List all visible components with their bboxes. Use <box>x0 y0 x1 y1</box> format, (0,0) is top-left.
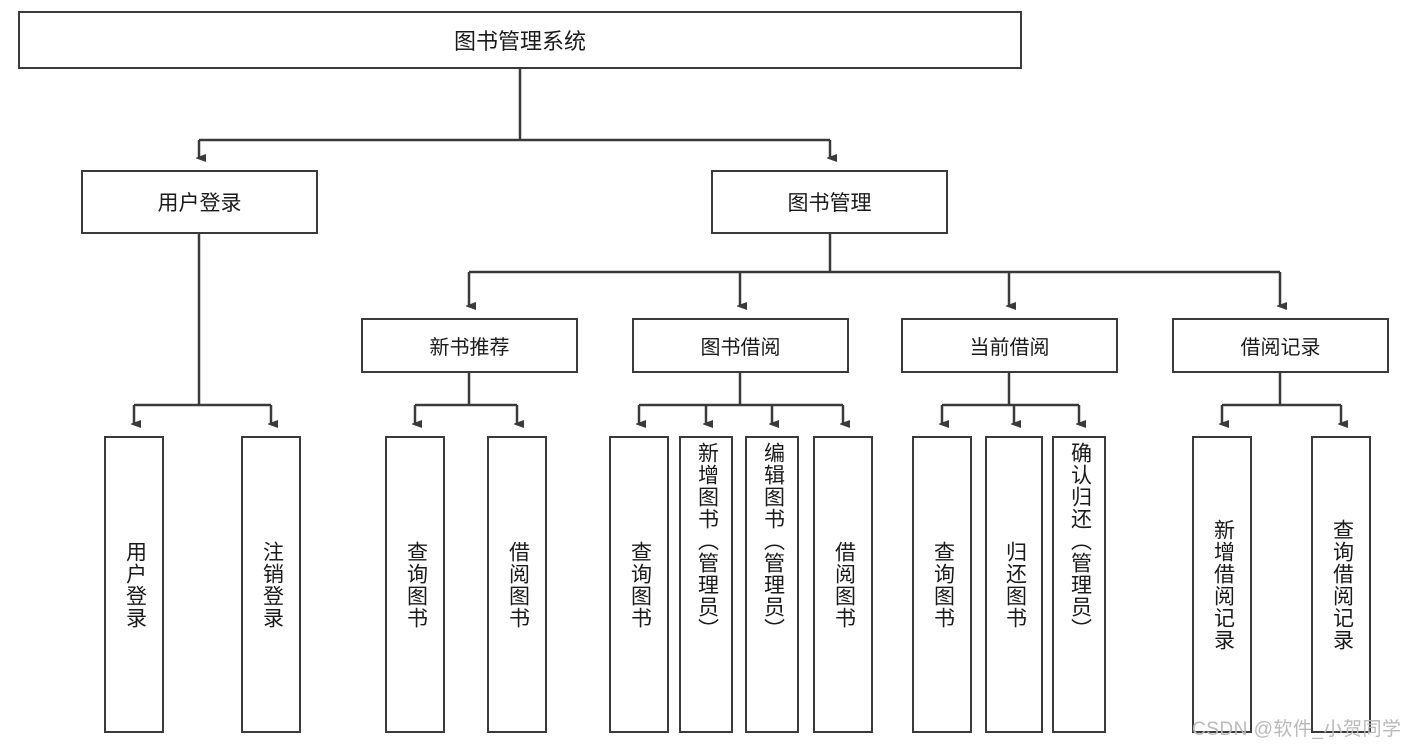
node-leaf-logout[interactable]: 注销登录 <box>241 436 301 733</box>
node-leaf-confirm-return-label: 确认归还（管理员） <box>1068 442 1092 640</box>
node-root-label: 图书管理系统 <box>453 29 586 54</box>
node-leaf-query-record[interactable]: 查询借阅记录 <box>1311 436 1371 733</box>
node-leaf-borrow-book-rec-label: 借阅图书 <box>506 540 530 629</box>
leaf-inner: 确认归还（管理员） <box>1054 438 1104 731</box>
node-user-login[interactable]: 用户登录 <box>81 170 318 234</box>
node-leaf-return-book-label: 归还图书 <box>1003 540 1027 629</box>
leaf-inner: 编辑图书（管理员） <box>747 438 797 731</box>
node-leaf-borrow-book-label: 借阅图书 <box>832 540 856 629</box>
node-book-manage-label: 图书管理 <box>787 192 872 215</box>
node-leaf-confirm-return[interactable]: 确认归还（管理员） <box>1052 436 1106 733</box>
node-leaf-return-book[interactable]: 归还图书 <box>985 436 1043 733</box>
node-borrow-record-label: 借阅记录 <box>1240 337 1321 359</box>
node-book-borrow-label: 图书借阅 <box>700 337 781 359</box>
leaf-inner: 查询图书 <box>387 438 443 731</box>
leaf-inner: 注销登录 <box>243 438 299 731</box>
node-leaf-borrow-book-rec[interactable]: 借阅图书 <box>487 436 547 733</box>
node-leaf-add-record-label: 新增借阅记录 <box>1211 518 1235 651</box>
node-leaf-user-login-label: 用户登录 <box>123 540 147 629</box>
node-leaf-borrow-book[interactable]: 借阅图书 <box>813 436 873 733</box>
node-root-system[interactable]: 图书管理系统 <box>18 11 1022 69</box>
leaf-inner: 查询图书 <box>914 438 970 731</box>
node-new-book-recommend-label: 新书推荐 <box>429 337 510 359</box>
leaf-inner: 新增图书（管理员） <box>681 438 731 731</box>
leaf-inner: 借阅图书 <box>489 438 545 731</box>
leaf-inner: 查询借阅记录 <box>1313 438 1369 731</box>
node-borrow-record[interactable]: 借阅记录 <box>1172 318 1389 373</box>
node-current-borrow-label: 当前借阅 <box>969 337 1050 359</box>
node-leaf-query-book-rec-label: 查询图书 <box>404 540 428 629</box>
node-leaf-query-record-label: 查询借阅记录 <box>1330 518 1354 651</box>
leaf-inner: 查询图书 <box>611 438 667 731</box>
leaf-inner: 用户登录 <box>106 438 162 731</box>
node-leaf-query-book-rec[interactable]: 查询图书 <box>385 436 445 733</box>
leaf-inner: 借阅图书 <box>815 438 871 731</box>
node-leaf-query-book-borrow-label: 查询图书 <box>628 540 652 629</box>
node-leaf-edit-book[interactable]: 编辑图书（管理员） <box>745 436 799 733</box>
node-leaf-query-book-cur-label: 查询图书 <box>931 540 955 629</box>
node-leaf-query-book-cur[interactable]: 查询图书 <box>912 436 972 733</box>
node-leaf-query-book-borrow[interactable]: 查询图书 <box>609 436 669 733</box>
node-leaf-add-book[interactable]: 新增图书（管理员） <box>679 436 733 733</box>
node-leaf-logout-label: 注销登录 <box>260 540 284 629</box>
node-leaf-user-login[interactable]: 用户登录 <box>104 436 164 733</box>
node-new-book-recommend[interactable]: 新书推荐 <box>361 318 578 373</box>
node-user-login-label: 用户登录 <box>157 192 242 215</box>
node-book-manage[interactable]: 图书管理 <box>711 170 948 234</box>
watermark-text: CSDN @软件_小贺同学 <box>1192 719 1402 740</box>
node-leaf-add-book-label: 新增图书（管理员） <box>695 442 719 640</box>
node-leaf-edit-book-label: 编辑图书（管理员） <box>761 442 785 640</box>
leaf-inner: 新增借阅记录 <box>1194 438 1250 731</box>
node-book-borrow[interactable]: 图书借阅 <box>632 318 849 373</box>
node-leaf-add-record[interactable]: 新增借阅记录 <box>1192 436 1252 733</box>
leaf-inner: 归还图书 <box>987 438 1041 731</box>
node-current-borrow[interactable]: 当前借阅 <box>901 318 1118 373</box>
